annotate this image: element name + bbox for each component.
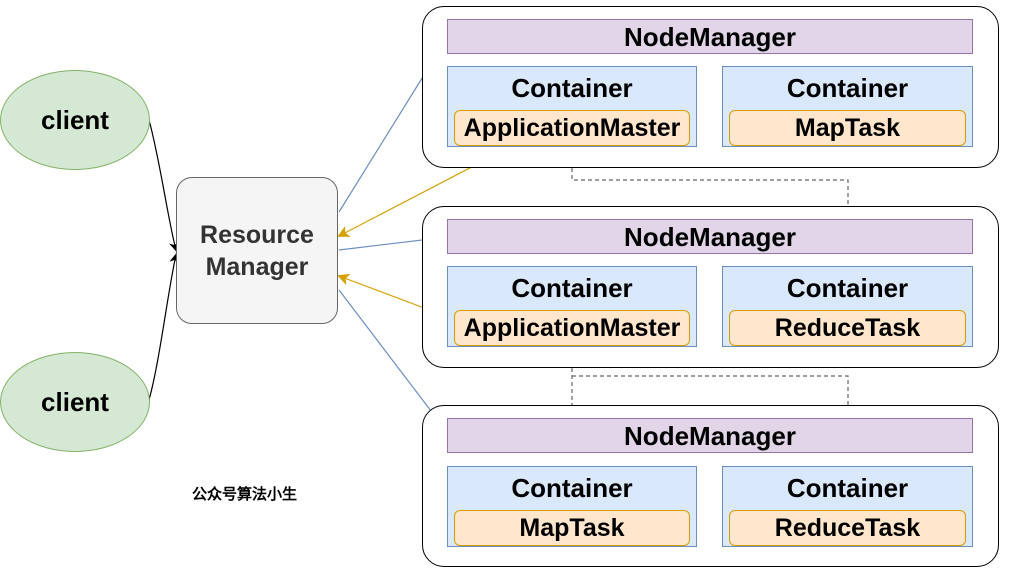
- client-2: client: [0, 352, 150, 452]
- node-manager-1: NodeManager: [447, 19, 973, 54]
- container-3b: Container ReduceTask: [722, 466, 973, 547]
- reduce-task: ReduceTask: [729, 310, 966, 346]
- node-manager-3: NodeManager: [447, 418, 973, 453]
- container-1a: Container ApplicationMaster: [447, 66, 697, 147]
- container-title: Container: [786, 273, 909, 303]
- container-2b: Container ReduceTask: [722, 266, 973, 347]
- container-1b: Container MapTask: [722, 66, 973, 147]
- resource-manager-line2: Manager: [205, 252, 309, 281]
- application-master-task: ApplicationMaster: [454, 110, 690, 146]
- client-2-to-rm-arrow: [148, 253, 180, 401]
- map-task: MapTask: [729, 110, 966, 146]
- container-3a: Container MapTask: [447, 466, 697, 547]
- node-manager-2: NodeManager: [447, 219, 973, 254]
- client-1: client: [0, 70, 150, 170]
- client-1-to-rm-arrow: [148, 119, 179, 252]
- reduce-task: ReduceTask: [729, 510, 966, 546]
- resource-manager-line1: Resource: [200, 220, 314, 249]
- resource-manager: Resource Manager: [176, 177, 338, 324]
- watermark: 公众号算法小生: [192, 485, 298, 503]
- container-title: Container: [786, 473, 909, 503]
- container-title: Container: [511, 73, 633, 103]
- container-title: Container: [511, 473, 633, 503]
- container-2a: Container ApplicationMaster: [447, 266, 697, 347]
- map-task: MapTask: [454, 510, 690, 546]
- application-master-task: ApplicationMaster: [454, 310, 690, 346]
- container-title: Container: [511, 273, 633, 303]
- container-title: Container: [786, 73, 909, 103]
